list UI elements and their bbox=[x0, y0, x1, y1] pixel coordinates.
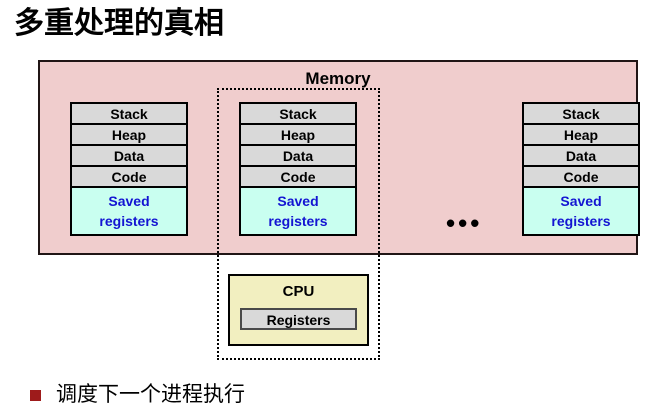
process-block-n: Stack Heap Data Code Saved registers bbox=[522, 102, 640, 236]
memory-label: Memory bbox=[305, 69, 371, 88]
segment-stack: Stack bbox=[524, 104, 638, 125]
segment-code: Code bbox=[241, 167, 355, 188]
cpu-registers-box: Registers bbox=[240, 308, 357, 330]
segment-data: Data bbox=[524, 146, 638, 167]
process-block-2: Stack Heap Data Code Saved registers bbox=[239, 102, 357, 236]
segment-code: Code bbox=[72, 167, 186, 188]
saved-registers-line-1: Saved bbox=[108, 193, 150, 209]
segment-data: Data bbox=[72, 146, 186, 167]
cpu-box: CPU Registers bbox=[228, 274, 369, 346]
memory-region: Memory Stack Heap Data Code Saved regist… bbox=[38, 60, 640, 255]
segment-code: Code bbox=[524, 167, 638, 188]
cpu-label: CPU bbox=[282, 283, 315, 300]
segment-saved-registers: Saved registers bbox=[524, 188, 638, 234]
selection-frame bbox=[217, 88, 380, 360]
segment-heap: Heap bbox=[241, 125, 355, 146]
bullet-text: 调度下一个进程执行 bbox=[56, 383, 245, 406]
segment-saved-registers: Saved registers bbox=[241, 188, 355, 234]
saved-registers-line-2: registers bbox=[551, 213, 611, 229]
process-block-1: Stack Heap Data Code Saved registers bbox=[70, 102, 188, 236]
saved-registers-line-1: Saved bbox=[277, 193, 319, 209]
saved-registers-line-2: registers bbox=[268, 213, 328, 229]
bullet-line: 调度下一个进程执行 bbox=[30, 382, 245, 408]
segment-stack: Stack bbox=[241, 104, 355, 125]
ellipsis-icon: ••• bbox=[446, 208, 483, 238]
segment-heap: Heap bbox=[72, 125, 186, 146]
saved-registers-line-2: registers bbox=[99, 213, 159, 229]
segment-stack: Stack bbox=[72, 104, 186, 125]
page-title: 多重处理的真相 bbox=[14, 7, 224, 40]
saved-registers-line-1: Saved bbox=[560, 193, 602, 209]
square-bullet-icon bbox=[30, 389, 41, 401]
segment-data: Data bbox=[241, 146, 355, 167]
segment-heap: Heap bbox=[524, 125, 638, 146]
segment-saved-registers: Saved registers bbox=[72, 188, 186, 234]
